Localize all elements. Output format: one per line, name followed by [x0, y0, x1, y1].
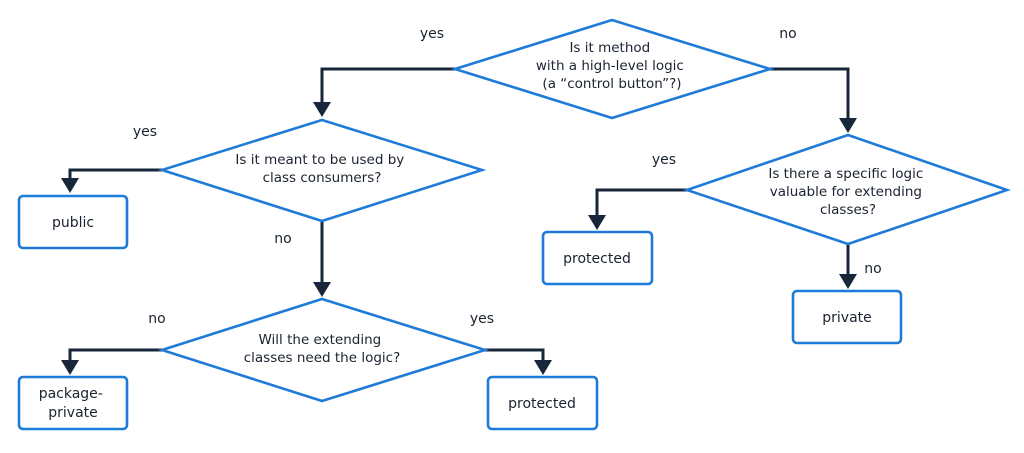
- arrowhead: [839, 274, 857, 289]
- outcome-box: [541, 230, 654, 286]
- label-yes: yes: [470, 311, 494, 327]
- arrowhead: [534, 360, 552, 375]
- decision-line: classes need the logic?: [244, 350, 401, 366]
- arrowhead: [61, 178, 79, 193]
- edge-consumers-yes: [68, 168, 162, 180]
- edge-specific-yes: [595, 188, 687, 217]
- edge-extending-yes: [485, 348, 545, 362]
- outcome-box: [17, 375, 129, 431]
- decision-text: Will the extending classes need the logi…: [244, 332, 401, 366]
- decision-line: Is there a specific logic: [768, 166, 923, 182]
- arrowhead: [61, 360, 79, 375]
- outcome-package-private: package- private: [17, 375, 129, 431]
- arrowhead: [839, 118, 857, 133]
- label-no: no: [864, 261, 881, 277]
- edge-extending-no: [68, 348, 162, 362]
- decision-extending: Will the extending classes need the logi…: [157, 297, 490, 403]
- edge-method-yes: [320, 67, 455, 104]
- label-yes: yes: [133, 124, 157, 140]
- edge-labels: yes no yes no no yes yes no: [133, 26, 882, 327]
- decision-consumers: Is it meant to be used by class consumer…: [157, 118, 487, 223]
- decision-diamond: [682, 133, 1012, 246]
- outcome-text: public: [52, 215, 94, 231]
- label-yes: yes: [652, 152, 676, 168]
- arrowhead: [588, 215, 606, 230]
- outcome-text: protected: [508, 396, 576, 412]
- outcome-box: [486, 375, 599, 431]
- outcome-text: private: [822, 310, 872, 326]
- decision-diamond: [157, 118, 487, 223]
- label-yes: yes: [420, 26, 444, 42]
- outcome-box: [17, 194, 129, 250]
- decision-line: class consumers?: [263, 170, 382, 186]
- label-no: no: [274, 231, 291, 247]
- decision-line: Is it method: [569, 40, 650, 56]
- decision-line: Is it meant to be used by: [235, 152, 404, 168]
- decision-line: with a high-level logic: [536, 58, 684, 74]
- outcome-protected-left: protected: [486, 375, 599, 431]
- decision-line: (a “control button”?): [542, 76, 681, 92]
- outcome-line: package-: [39, 386, 103, 402]
- decision-line: Will the extending: [259, 332, 382, 348]
- outcome-text: package- private: [39, 386, 108, 421]
- arrowhead: [313, 282, 331, 297]
- outcome-line: private: [48, 405, 98, 421]
- decision-text: Is it meant to be used by class consumer…: [235, 152, 408, 186]
- decision-line: valuable for extending: [770, 184, 922, 200]
- decision-text: Is it method with a high-level logic (a …: [536, 40, 688, 92]
- decision-text: Is there a specific logic valuable for e…: [768, 166, 927, 218]
- decision-diamond: [450, 18, 775, 120]
- decision-diamond: [157, 297, 490, 403]
- edges: [61, 67, 857, 375]
- label-no: no: [148, 311, 165, 327]
- outcome-box: [791, 289, 903, 345]
- decision-method: Is it method with a high-level logic (a …: [450, 18, 775, 120]
- label-no: no: [779, 26, 796, 42]
- outcome-private: private: [791, 289, 903, 345]
- outcome-protected-right: protected: [541, 230, 654, 286]
- arrowhead: [313, 102, 331, 117]
- edge-method-no: [770, 67, 850, 120]
- outcome-text: protected: [563, 251, 631, 267]
- decision-specific: Is there a specific logic valuable for e…: [682, 133, 1012, 246]
- decision-line: classes?: [820, 202, 876, 218]
- outcome-public: public: [17, 194, 129, 250]
